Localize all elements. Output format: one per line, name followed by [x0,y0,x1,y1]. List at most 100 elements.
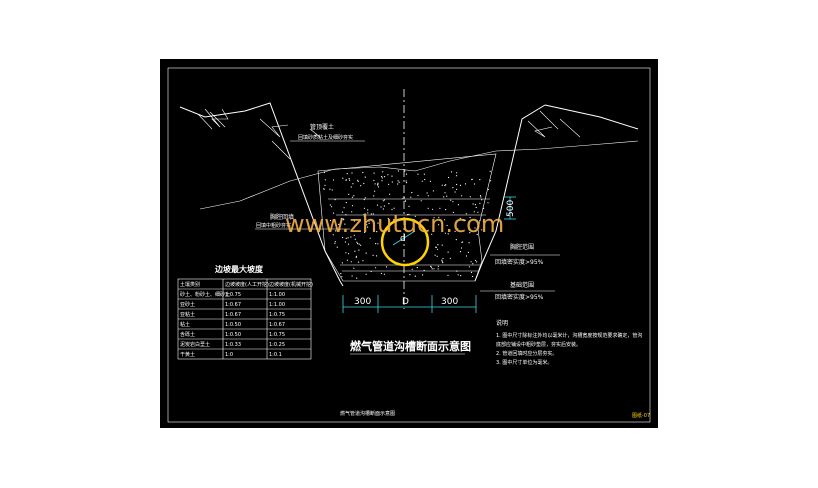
sand-dot [457,204,459,206]
table-cell: 1:0.75 [269,312,285,318]
sand-dot [464,219,466,221]
sand-dot [355,255,357,257]
sand-dot [459,217,461,219]
sand-dot [414,275,416,277]
sand-dot [404,200,406,202]
sand-dot [391,175,393,177]
sand-dot [397,170,399,172]
sand-dot [348,193,350,195]
sand-dot [483,207,485,210]
sand-dot [350,236,352,238]
sand-dot [452,211,454,213]
sand-dot [476,261,478,263]
sand-dot [443,196,445,198]
notes-heading: 说明 [496,319,508,327]
sand-dot [441,259,443,261]
sand-dot [402,197,404,199]
sand-dot [370,270,372,273]
sand-dot [481,229,483,231]
right-slope [474,104,639,282]
sand-dot [450,171,453,173]
sand-dot [444,192,446,194]
sand-dot [477,211,479,213]
sand-dot [331,189,333,191]
trench-drawing: d 500 300 D 300 管顶覆土 回填砂质粘土及细砂夯实 胸腔回填 回填… [167,67,651,423]
sand-dot [364,197,366,199]
right-zone-label: 胸腔范围 [510,243,534,251]
sand-dot [454,230,456,232]
pipe-zone-note: 回填中粗砂夯实 [256,222,291,229]
sand-dot [432,190,434,192]
sand-dot [409,274,411,276]
sand-dot [353,267,355,269]
sand-dot [362,171,364,174]
sand-dot [476,233,478,236]
sand-dot [464,183,467,185]
sand-dot [405,182,408,184]
sand-dot [358,243,360,245]
dim-right-label: 300 [441,297,458,307]
sand-dot [490,180,492,182]
sand-dot [373,228,375,230]
vertical-dimension-label: 500 [506,200,516,217]
sand-dot [439,207,441,209]
sand-dot [335,230,337,232]
sand-dot [463,219,465,221]
table-cell: 含砾土 [180,331,195,338]
sand-dot [353,195,355,197]
sand-dot [461,195,463,197]
sand-dot [368,220,370,222]
sand-dot [475,259,477,262]
sand-dot [447,233,449,235]
sand-dot [434,254,436,256]
sand-dot [329,188,331,190]
table-cell: 亚砂土 [180,301,195,308]
dim-center-label: D [402,297,409,307]
sand-dot [414,215,416,217]
table-cell: 1:1.00 [269,302,285,308]
sand-dot [351,172,353,174]
sand-dot [334,199,336,201]
sand-dot [334,241,336,243]
sand-dot [345,202,347,204]
table-cell: 1:0.75 [225,292,241,298]
sand-dot [363,182,365,185]
sand-dot [336,246,338,248]
sand-dot [462,241,464,243]
sand-dot [487,188,489,190]
sand-dot [365,273,367,275]
sand-dot [338,223,340,225]
sand-dot [469,196,471,198]
sand-dot [426,192,428,194]
sand-dot [347,237,349,239]
sand-dot [362,260,364,262]
sand-dot [380,206,382,208]
sand-dot [468,242,470,244]
sand-dot [332,234,334,236]
sand-dot [331,206,333,208]
drawing-title: 燃气管道沟槽断面示意图 [349,339,471,353]
sand-dot [423,173,425,175]
footer-text: 燃气管道沟槽断面示意图 [340,410,395,417]
sand-dot [388,183,390,185]
sand-dot [376,204,379,206]
sand-dot [363,207,366,209]
sand-dot [367,212,369,214]
sand-dot [334,242,336,244]
watermark: www.zhutucn.com [285,210,504,238]
sand-dot [349,179,351,181]
sand-dot [433,268,435,270]
sand-dot [433,217,435,219]
sand-dot [341,276,343,278]
sand-dot [479,219,481,222]
base-zone-compaction: 回填密实度>95% [495,293,544,301]
sand-dot [480,196,482,198]
sand-dot [377,182,379,184]
sand-dot [397,180,399,182]
pipe-zone-label: 胸腔回填 [270,213,294,221]
sand-dot [323,171,325,174]
sand-dot [344,223,346,225]
sand-dot [366,224,368,226]
sand-dot [375,267,377,269]
sand-dot [470,271,473,273]
